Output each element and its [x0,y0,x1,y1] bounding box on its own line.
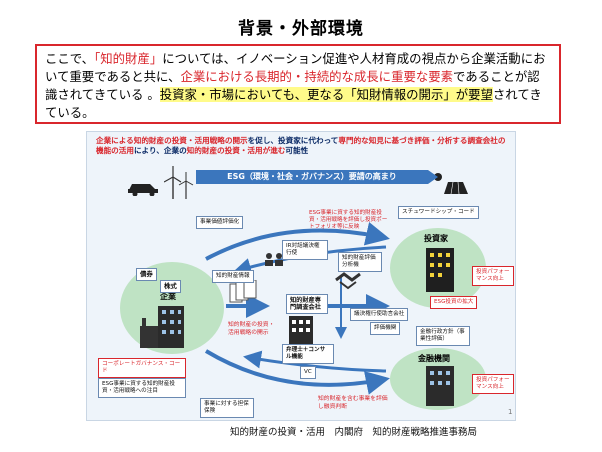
disclosure-label: 知的財産の投資・活用戦略の開示 [228,322,275,336]
fin-support-label: 金融行政方針（事業性評価） [416,326,470,346]
headline-part: により、企業の [133,146,187,155]
biz-eval-label: 事業価値評価化 [196,216,244,229]
bond-label: 債券 [136,268,157,281]
page-title: 背景・外部環境 [238,19,364,39]
cg-code-label: コーポレートガバナンス・コード [98,358,186,378]
esg-banner-arrow [428,170,438,184]
car-icon [128,184,158,196]
ip-value-label: 知的財産評価分析機 [338,252,382,272]
esg-company-label: ESG事業に資する知的財産投資・活用戦略への注目 [98,378,186,398]
windmill-icon [164,166,194,199]
headline-part: 可能性 [285,146,309,155]
fin-perf-label: 投資パフォーマンス向上 [472,374,514,394]
ip-info-label: 知的財産情報 [212,270,254,283]
handshake-icon [335,272,361,290]
headline-part: 専門的な知見に基づき評価・分析する調査会社の機能の活用 [96,136,506,155]
vc-label: VC [300,366,316,379]
ip-firm-label: 知的財産専門調査会社 [286,294,328,314]
rating-label: 評価機関 [370,322,401,335]
esg-invest-label: ESG投資の拡大 [430,296,478,309]
ir-label: IR対話議決権行使 [282,240,328,260]
stewardship-label: スチュワードシップ・コード [398,206,479,219]
collateral-label: 事業に対する担保保険 [200,398,254,418]
company-label: 企業 [156,290,180,303]
inv-perf-label: 投資パフォーマンス向上 [472,266,514,286]
company-building-icon [140,306,184,348]
fin-eval-label: 知的財産を含む事業を評価し融資判断 [318,396,388,410]
headline-part: を促し、投資家に代わって [247,136,339,145]
intro-text: されてきている。 [45,87,542,120]
investor-label: 投資家 [420,232,452,245]
finance-building-icon [426,366,454,406]
intro-text: については、イノベーション促進や人材育成の視点から企業活動において重要であると共… [45,51,546,84]
documents-icon [229,280,257,303]
esg-item-label: ESG事業に資する知的財産投資・活用戦略を評価し投資ポートフォリオ等に反映 [309,210,388,230]
footer-source: 知的財産の投資・活用 内閣府 知的財産戦略推進事務局 [230,427,478,438]
patent-consult-label: 弁理士＋コンサル機能 [282,344,334,364]
intro-growth: 企業における長期的・持続的な成長に重要な要素 [180,69,454,84]
headline-part: 企業による知的財産の投資・活用戦略の開示 [96,136,248,145]
page-number: 1 [508,408,513,416]
esg-banner: ESG（環境・社会・ガバナンス）要請の高まり [196,170,428,184]
headline-part: 知的財産の投資・活用が進む [186,146,286,155]
finance-label: 金融機関 [414,352,454,365]
investor-building-icon [426,248,454,292]
intro-text: ここで、 [45,51,95,66]
proxy-label: 議決権行使助言会社 [350,308,409,321]
intro-box: ここで、「知的財産」については、イノベーション促進や人材育成の視点から企業活動に… [35,44,561,124]
ip-firm-building-icon [289,316,313,344]
intro-investors: 投資家・市場においても、更なる「知財情報の開示」が要望 [159,87,493,102]
intro-key-ip: 「知的財産」 [94,51,163,66]
people-icon [265,253,283,266]
diagram-headline: 企業による知的財産の投資・活用戦略の開示を促し、投資家に代わって専門的な知見に基… [96,136,506,156]
stock-label: 株式 [160,280,181,293]
intro-text: であることが認識されてきている 。 [45,69,540,102]
